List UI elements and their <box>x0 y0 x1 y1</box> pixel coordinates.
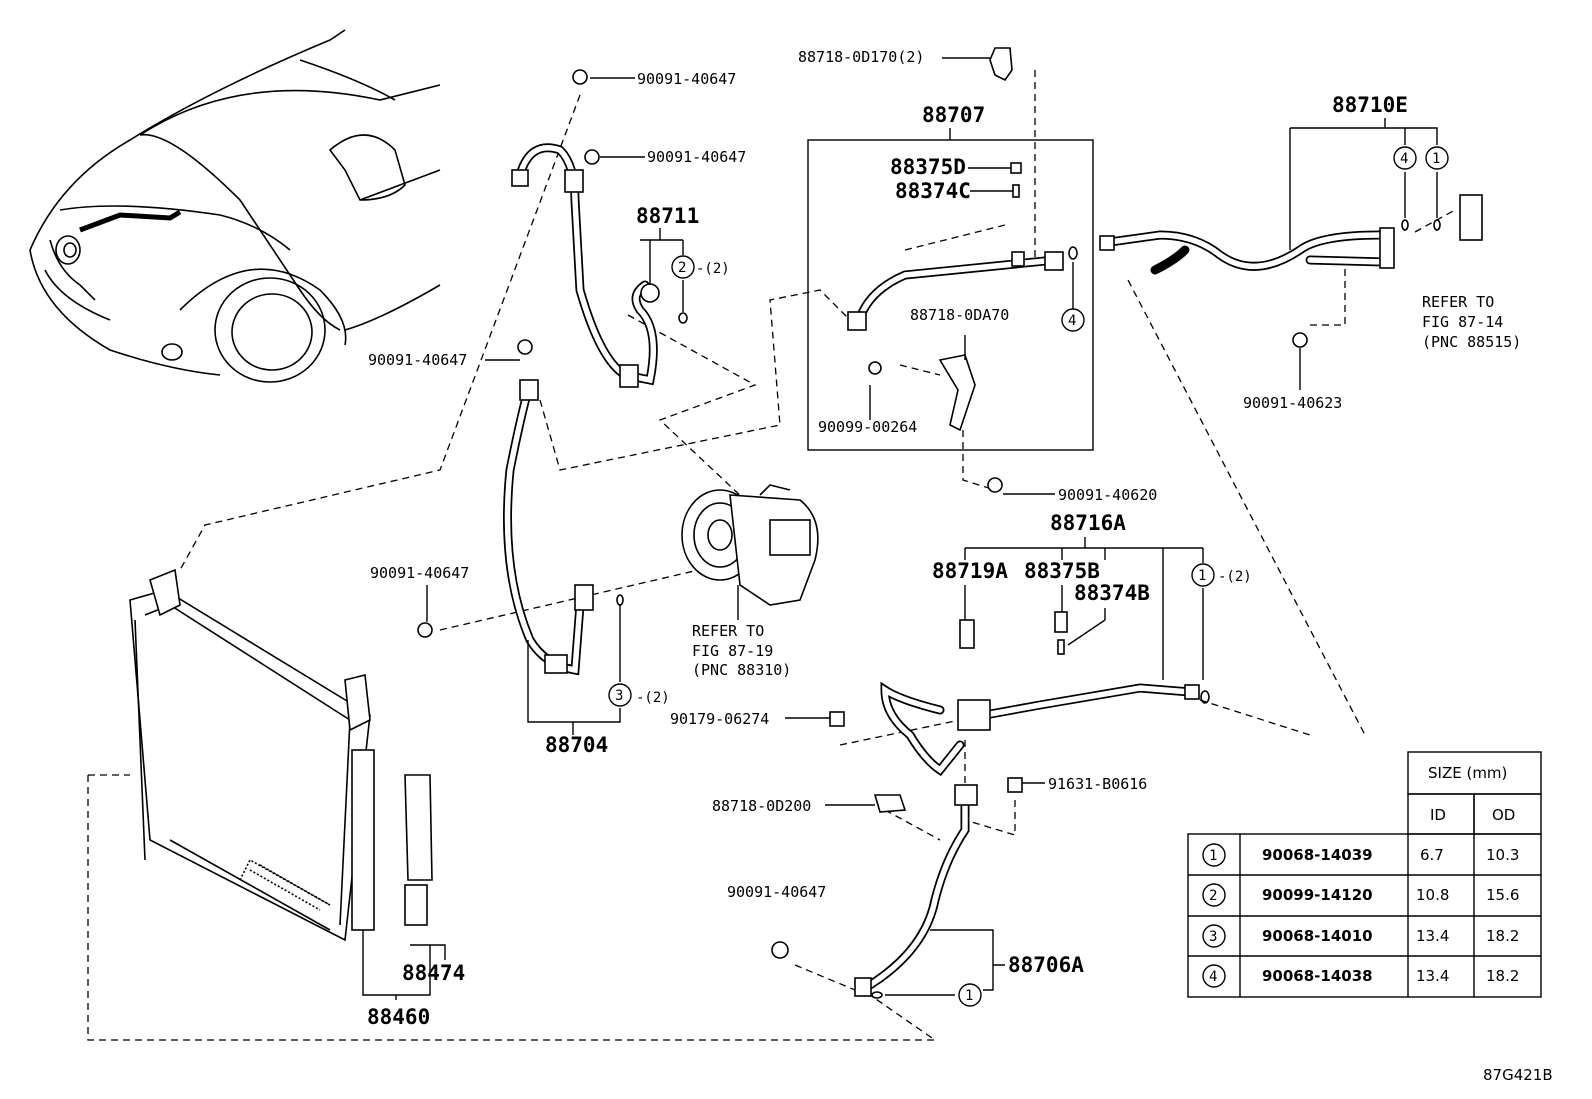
label-90091-40620: 90091-40620 <box>1058 486 1157 504</box>
label-88704-qty: -(2) <box>636 690 670 706</box>
callout-2-a: 2 <box>678 260 686 276</box>
label-91631-b0616: 91631-B0616 <box>1048 775 1147 793</box>
callout-4-a: 4 <box>1068 313 1076 329</box>
label-88710e: 88710E <box>1332 93 1408 117</box>
part-labels: 88718-0D170(2) 90091-40647 90091-40647 8… <box>367 48 1521 1029</box>
size-table-header-id: ID <box>1430 806 1446 824</box>
label-88716a: 88716A <box>1050 511 1126 535</box>
label-88718-0da70: 88718-0DA70 <box>910 306 1009 324</box>
label-88706a: 88706A <box>1008 953 1084 977</box>
size-table-row-part: 90099-14120 <box>1262 886 1373 904</box>
label-90091-40647-a: 90091-40647 <box>637 70 736 88</box>
label-88718-0d200: 88718-0D200 <box>712 797 811 815</box>
label-88704: 88704 <box>545 733 608 757</box>
vehicle-illustration <box>29 29 441 383</box>
label-88374b: 88374B <box>1074 581 1150 605</box>
label-90091-40647-d: 90091-40647 <box>370 564 469 582</box>
callout-circles: 2 3 4 4 1 1 1 <box>608 146 1449 1007</box>
size-table-row-num: 4 <box>1209 969 1217 985</box>
assembly-88716a <box>785 537 1210 777</box>
label-88711-qty: -(2) <box>696 261 730 277</box>
label-90091-40647-e: 90091-40647 <box>727 883 826 901</box>
leader-dashes <box>87 70 1456 1041</box>
label-refer-fig-87-19-b: FIG 87-19 <box>692 642 773 660</box>
label-90091-40623: 90091-40623 <box>1243 394 1342 412</box>
label-refer-fig-87-14-b: FIG 87-14 <box>1422 313 1503 331</box>
clip-88718-0d170 <box>989 47 1013 82</box>
callout-1-c: 1 <box>965 988 973 1004</box>
size-table-row-num: 2 <box>1209 888 1217 904</box>
size-table-row-od: 18.2 <box>1486 967 1519 985</box>
label-88711: 88711 <box>636 204 699 228</box>
hose-88704 <box>503 379 594 676</box>
label-90179-06274: 90179-06274 <box>670 710 769 728</box>
callout-1-a: 1 <box>1432 151 1440 167</box>
size-table-row-id: 13.4 <box>1416 967 1449 985</box>
label-refer-fig-87-14-c: (PNC 88515) <box>1422 333 1521 351</box>
size-table-row-od: 15.6 <box>1486 886 1519 904</box>
size-table-row-part: 90068-14038 <box>1262 967 1373 985</box>
size-table-row-num: 3 <box>1209 929 1217 945</box>
label-88374c: 88374C <box>895 179 971 203</box>
label-90091-40647-c: 90091-40647 <box>368 351 467 369</box>
size-table-row-part: 90068-14039 <box>1262 846 1373 864</box>
label-refer-fig-87-19-a: REFER TO <box>692 622 764 640</box>
size-table-row-id: 6.7 <box>1420 846 1444 864</box>
size-table-row-num: 1 <box>1209 848 1217 864</box>
label-refer-fig-87-14-a: REFER TO <box>1422 293 1494 311</box>
pipe-88710e <box>1099 118 1483 390</box>
condenser <box>129 568 446 1000</box>
compressor <box>681 484 819 606</box>
label-refer-fig-87-19-c: (PNC 88310) <box>692 661 791 679</box>
size-table: SIZE (mm) ID OD 1 90068-14039 6.7 10.3 2… <box>1187 751 1542 998</box>
size-table-row-id: 10.8 <box>1416 886 1449 904</box>
bolts <box>417 69 1055 735</box>
label-88719a: 88719A <box>932 559 1008 583</box>
label-88375b: 88375B <box>1024 559 1100 583</box>
size-table-row-part: 90068-14010 <box>1262 927 1373 945</box>
label-88375d: 88375D <box>890 155 966 179</box>
label-90099-00264: 90099-00264 <box>818 418 917 436</box>
label-88716a-qty: -(2) <box>1218 569 1252 585</box>
hose-88711 <box>511 143 660 388</box>
label-90091-40647-b: 90091-40647 <box>647 148 746 166</box>
diagram-id: 87G421B <box>1483 1066 1553 1084</box>
label-88707: 88707 <box>922 103 985 127</box>
label-88474: 88474 <box>402 961 465 985</box>
callout-3-a: 3 <box>615 688 623 704</box>
size-table-header-size: SIZE (mm) <box>1428 764 1507 782</box>
callout-4-b: 4 <box>1400 151 1408 167</box>
callout-1-b: 1 <box>1198 568 1206 584</box>
size-table-header-od: OD <box>1492 806 1515 824</box>
size-table-row-id: 13.4 <box>1416 927 1449 945</box>
size-table-row-od: 10.3 <box>1486 846 1519 864</box>
label-88460: 88460 <box>367 1005 430 1029</box>
label-88718-0d170: 88718-0D170(2) <box>798 48 924 66</box>
assembly-box-88707 <box>807 128 1094 451</box>
pipe-88706a <box>771 777 1045 999</box>
size-table-row-od: 18.2 <box>1486 927 1519 945</box>
